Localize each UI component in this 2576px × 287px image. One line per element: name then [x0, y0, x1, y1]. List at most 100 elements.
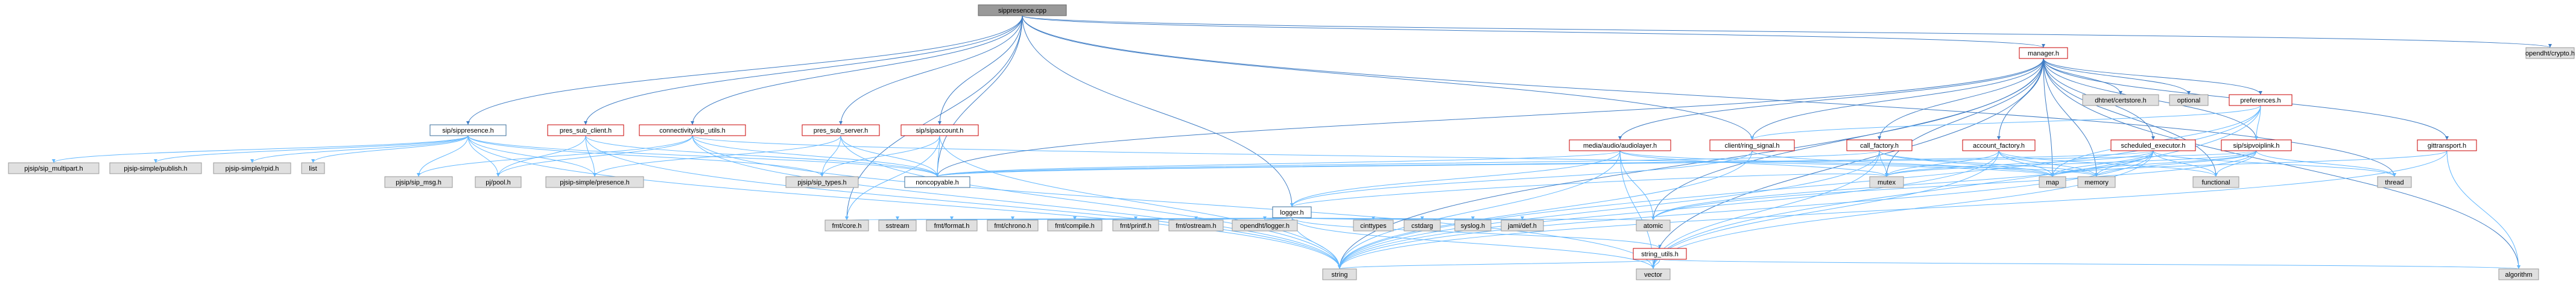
node-map: map — [2039, 176, 2066, 188]
edge-scheduled_executor-to-functional — [2153, 150, 2217, 177]
node-logger[interactable]: logger.h — [1272, 206, 1312, 218]
edge-manager-to-dhtnet_certstore — [2043, 58, 2121, 95]
edge-arrowhead — [896, 216, 899, 220]
edge-pres_sub_client-to-string — [585, 135, 1340, 270]
node-label: dhtnet/certstore.h — [2095, 97, 2147, 104]
edge-arrowhead — [52, 159, 55, 163]
edge-sipaccount-to-noncopyable — [937, 135, 940, 177]
node-box — [1569, 139, 1671, 151]
node-manager[interactable]: manager.h — [2019, 47, 2068, 59]
edge-root-to-sipaccount — [939, 15, 1023, 125]
node-label: string — [1332, 271, 1348, 279]
node-box — [1232, 219, 1298, 232]
node-box — [2169, 94, 2209, 106]
node-media-audiolayer[interactable]: media/audio/audiolayer.h — [1569, 139, 1671, 151]
node-box — [109, 162, 202, 174]
node-label: gittransport.h — [2428, 142, 2466, 150]
node-scheduled-executor[interactable]: scheduled_executor.h — [2110, 139, 2196, 151]
edge-arrowhead — [1073, 216, 1077, 220]
edge-call_factory-to-map — [1879, 150, 2053, 177]
node-preferences[interactable]: preferences.h — [2229, 94, 2293, 106]
edge-arrowhead — [1263, 216, 1267, 220]
node-sstream: sstream — [878, 219, 917, 232]
edge-arrowhead — [2095, 173, 2098, 177]
node-label: preferences.h — [2240, 97, 2280, 104]
node-label: pjsip/sip_multipart.h — [24, 165, 83, 172]
node-sipaccount[interactable]: sip/sipaccount.h — [900, 124, 979, 136]
node-label: pjsip-simple/publish.h — [124, 165, 187, 172]
node-box — [900, 124, 979, 136]
edge-arrowhead — [1290, 203, 1294, 207]
node-sipvoiplink[interactable]: sip/sipvoiplink.h — [2221, 139, 2292, 151]
edge-connectivity-to-noncopyable — [692, 135, 938, 177]
edge-scheduled_executor-to-thread — [2153, 150, 2395, 177]
edge-arrowhead — [2255, 136, 2258, 140]
node-label: sip/sippresence.h — [442, 127, 494, 134]
edge-arrowhead — [250, 159, 254, 163]
edge-arrowhead — [1521, 216, 1524, 220]
node-label: sippresence.cpp — [998, 7, 1046, 14]
node-account-factory[interactable]: account_factory.h — [1962, 139, 2036, 151]
edge-arrowhead — [2259, 91, 2262, 95]
node-opendht-crypto: opendht/crypto.h — [2525, 47, 2575, 59]
node-memory: memory — [2077, 176, 2116, 188]
node-box — [1501, 219, 1544, 232]
edge-pres_sub_server-to-pjsip_presence — [594, 135, 841, 177]
edge-manager-to-algorithm — [2043, 58, 2519, 270]
edge-arrowhead — [1885, 173, 1888, 177]
edge-arrowhead — [311, 159, 315, 163]
node-connectivity[interactable]: connectivity/sip_utils.h — [639, 124, 746, 136]
node-box — [878, 219, 917, 232]
node-pjsip-types: pjsip/sip_types.h — [785, 176, 859, 188]
edge-sipvoiplink-to-mutex — [1886, 150, 2257, 177]
node-box — [8, 162, 100, 174]
node-label: opendht/logger.h — [1240, 222, 1290, 230]
edge-arrowhead — [2187, 91, 2191, 95]
node-fmt-ostream: fmt/ostream.h — [1168, 219, 1224, 232]
node-label: sstream — [885, 222, 909, 230]
node-label: atomic — [1644, 222, 1663, 230]
edge-logger-to-fmt_ostream — [1195, 217, 1293, 221]
edge-arrowhead — [593, 173, 597, 177]
edge-call_factory-to-memory — [1879, 150, 2097, 177]
edge-sipaccount-to-fmt_core — [846, 135, 940, 221]
edge-connectivity-to-pjlib — [498, 135, 693, 177]
edge-preferences-to-string — [1339, 105, 2261, 270]
node-label: vector — [1644, 271, 1662, 279]
edge-sippresence_h-to-pjsip_presence — [467, 135, 595, 177]
node-pres-sub-client[interactable]: pres_sub_client.h — [547, 124, 624, 136]
node-box — [1168, 219, 1224, 232]
node-label: sip/sipaccount.h — [916, 127, 964, 134]
node-gittransport[interactable]: gittransport.h — [2417, 139, 2477, 151]
node-sippresence-h[interactable]: sip/sippresence.h — [429, 124, 507, 136]
node-call-factory[interactable]: call_factory.h — [1846, 139, 1913, 151]
edge-arrowhead — [584, 121, 587, 125]
node-label: map — [2046, 179, 2059, 186]
node-noncopyable[interactable]: noncopyable.h — [904, 176, 970, 188]
edge-client_ring_signal-to-logger — [1291, 150, 1753, 207]
edge-gittransport-to-map — [2052, 150, 2448, 177]
node-label: cstdarg — [1411, 222, 1433, 230]
node-fmt-format: fmt/format.h — [926, 219, 978, 232]
node-label: jami/def.h — [1507, 222, 1537, 230]
edge-string_utils-to-algorithm — [1659, 259, 2519, 270]
node-label: fmt/ostream.h — [1176, 222, 1216, 230]
node-label: opendht/crypto.h — [2525, 50, 2575, 57]
edge-manager-to-memory — [2043, 58, 2097, 177]
node-root[interactable]: sippresence.cpp — [978, 4, 1067, 16]
edge-string_utils-to-string — [1339, 259, 1660, 270]
edge-arrowhead — [839, 121, 843, 125]
node-functional: functional — [2192, 176, 2239, 188]
edge-arrowhead — [1878, 136, 1881, 140]
node-label: mutex — [1878, 179, 1896, 186]
node-pres-sub-server[interactable]: pres_sub_server.h — [802, 124, 880, 136]
node-label: functional — [2201, 179, 2230, 186]
node-label: memory — [2084, 179, 2109, 186]
node-label: pres_sub_server.h — [814, 127, 869, 134]
edge-sippresence_h-to-pjsip_types — [467, 135, 823, 177]
edge-pres_sub_client-to-pjsip_presence — [585, 135, 595, 177]
node-string-utils[interactable]: string_utils.h — [1633, 248, 1687, 260]
node-client-ring-signal[interactable]: client/ring_signal.h — [1709, 139, 1795, 151]
edge-manager-to-optional — [2043, 58, 2189, 95]
node-label: manager.h — [2028, 50, 2059, 57]
